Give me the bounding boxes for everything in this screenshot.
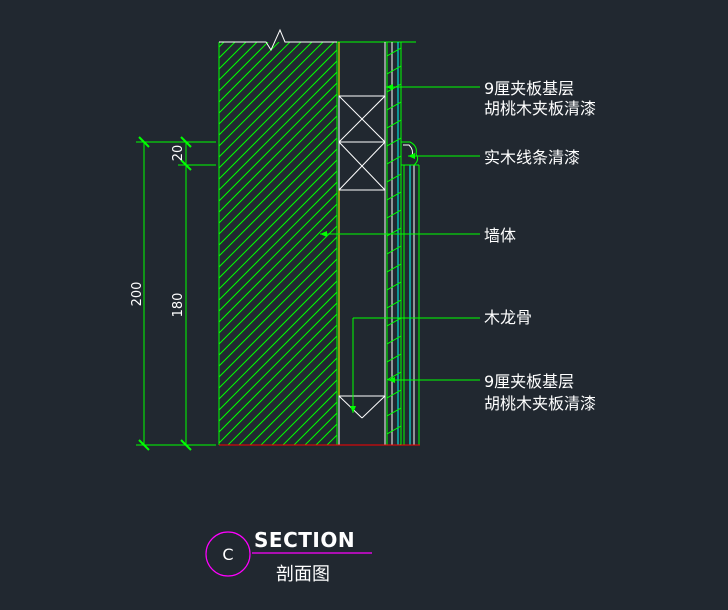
callout-molding: 实木线条清漆 xyxy=(484,148,580,167)
callout-walnut-top: 胡桃木夹板清漆 xyxy=(484,99,596,118)
section-tag-letter: C xyxy=(222,545,233,564)
plywood-panel xyxy=(386,42,402,445)
callout-plywood-bottom: 9厘夹板基层 xyxy=(484,372,574,391)
wall-section xyxy=(218,28,416,445)
leader-arrowheads xyxy=(320,84,415,413)
callout-plywood-top: 9厘夹板基层 xyxy=(484,79,574,98)
solid-wood-molding xyxy=(400,141,419,166)
walnut-veneer-lower xyxy=(403,164,420,445)
section-tag-circle xyxy=(205,531,251,577)
dimension-lower: 180 xyxy=(171,293,186,318)
dimension-total: 200 xyxy=(130,282,145,307)
dimension-lines xyxy=(136,136,216,451)
dimension-upper: 20 xyxy=(171,145,186,162)
leader-lines xyxy=(320,86,480,413)
wood-keel xyxy=(338,42,386,446)
title-main: SECTION xyxy=(254,528,355,552)
callout-keel: 木龙骨 xyxy=(484,308,532,327)
title-sub: 剖面图 xyxy=(276,564,330,585)
title-block: C SECTION 剖面图 xyxy=(205,528,372,585)
callout-walnut-bottom: 胡桃木夹板清漆 xyxy=(484,394,596,413)
callout-wall: 墙体 xyxy=(484,226,516,245)
